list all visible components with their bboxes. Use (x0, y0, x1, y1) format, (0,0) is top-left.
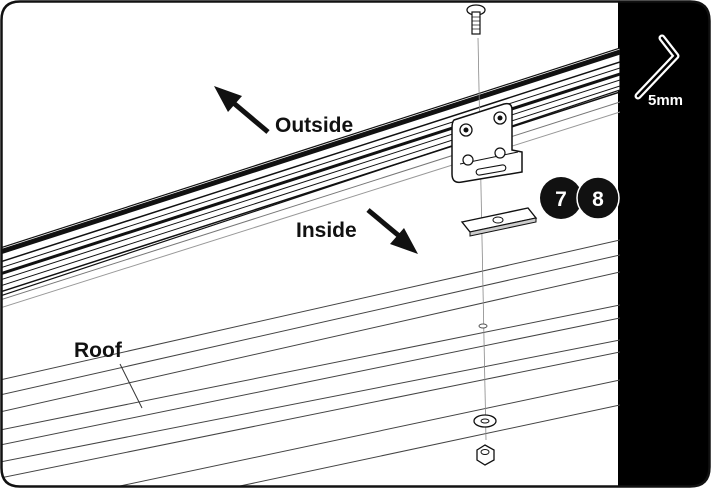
tool-size-label: 5mm (648, 92, 683, 109)
step-number: 8 (592, 188, 604, 211)
outside-arrow (214, 86, 270, 134)
bolt (466, 4, 486, 35)
washer (473, 414, 497, 428)
roof-label: Roof (74, 339, 123, 362)
tool-panel (618, 2, 709, 486)
inside-arrow (366, 208, 418, 254)
step-badge-7: 7 (540, 177, 582, 219)
track-rail (2, 47, 620, 309)
inside-label: Inside (296, 219, 357, 242)
mounting-hole (478, 323, 488, 329)
step-number: 7 (555, 188, 567, 211)
roof-surface (2, 239, 620, 486)
hex-key-icon (634, 34, 680, 100)
nut (476, 444, 495, 466)
roof-leader-line (119, 363, 143, 409)
nut-plate (460, 207, 538, 237)
bracket (451, 102, 523, 184)
step-badge-8: 8 (576, 176, 620, 220)
assembly-guide-line (477, 37, 487, 441)
outside-label: Outside (275, 114, 353, 137)
